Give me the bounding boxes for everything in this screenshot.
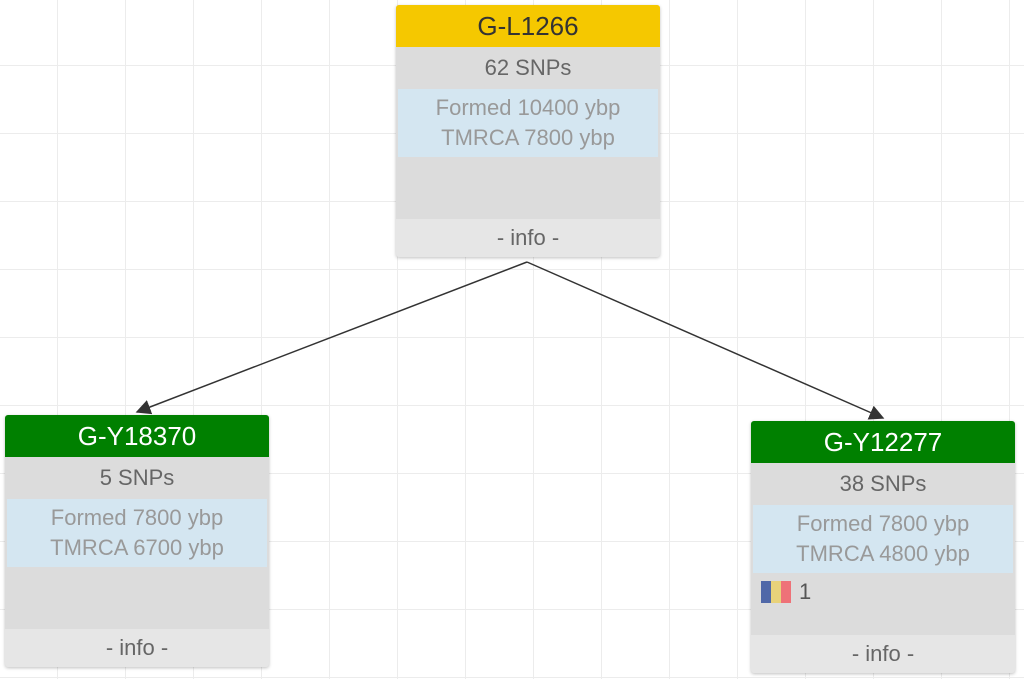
node-title: G-Y18370 — [5, 415, 269, 457]
edge-to-g-y18370 — [135, 261, 528, 415]
snp-count: 62 SNPs — [484, 55, 572, 80]
node-title: G-L1266 — [396, 5, 660, 47]
info-link[interactable]: - info - — [751, 635, 1015, 673]
node-title: G-Y12277 — [751, 421, 1015, 463]
formed-age: Formed 7800 ybp — [50, 505, 224, 530]
snp-count: 38 SNPs — [839, 471, 927, 496]
snp-count: 5 SNPs — [99, 465, 175, 490]
formed-age: Formed 7800 ybp — [796, 511, 970, 536]
tmrca-age: TMRCA 7800 ybp — [441, 125, 615, 150]
edge-to-g-y12277 — [526, 261, 885, 420]
info-link[interactable]: - info - — [5, 629, 269, 667]
tmrca-age: TMRCA 4800 ybp — [796, 541, 970, 566]
country-count: 1 — [799, 579, 812, 604]
info-link[interactable]: - info - — [396, 219, 660, 257]
formed-age: Formed 10400 ybp — [435, 95, 621, 120]
tmrca-age: TMRCA 6700 ybp — [50, 535, 224, 560]
country-row: 1 — [751, 573, 1015, 611]
romania-flag-icon — [761, 581, 791, 603]
